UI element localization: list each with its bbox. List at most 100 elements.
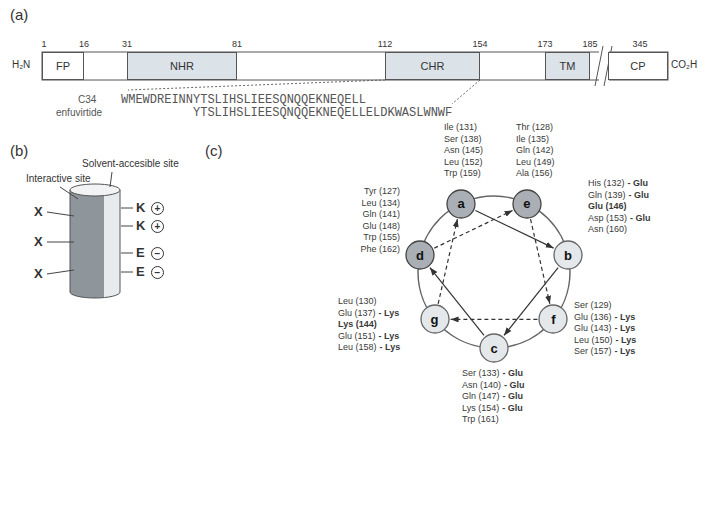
mutation-residue: - Glu <box>503 391 524 401</box>
residue-line: Leu (152) <box>444 157 483 169</box>
peptide-name: enfuvirtide <box>56 107 102 119</box>
protein-bar <box>608 52 668 80</box>
heptad-position: f <box>538 304 568 334</box>
heptad-letter: a <box>457 196 464 211</box>
residue-name: Leu (152) <box>444 157 483 167</box>
residue-name: Phe (162) <box>360 244 400 254</box>
residue-line: Ser (133)- Glu <box>462 368 525 380</box>
heptad-position: a <box>446 189 476 219</box>
residue-name: Gln (141) <box>362 209 400 219</box>
mutation-residue: - Lys <box>616 335 637 345</box>
residue-number: 185 <box>582 39 597 50</box>
heptad-position: g <box>420 304 450 334</box>
residue-line: Leu (150)- Lys <box>574 335 636 347</box>
residue-line: Glu (151)- Lys <box>338 331 400 343</box>
mutation-residue: - Lys <box>615 312 636 322</box>
leader-line <box>47 270 74 274</box>
heptad-position: b <box>553 240 583 270</box>
residue-line: Trp (159) <box>444 168 483 180</box>
residue-line: Gln (142) <box>516 145 555 157</box>
helix-step-arrow <box>451 319 538 320</box>
residue-name: Leu (150) <box>574 335 613 345</box>
mutation-residue: - Lys <box>380 342 401 352</box>
mutation-residue: - Glu <box>502 403 523 413</box>
heptad-letter: b <box>564 248 572 263</box>
residue-name: Ile (131) <box>444 122 477 132</box>
peptide-sequence: WMEWDREINNYTSLIHSLIEESQNQQEKNEQELL <box>121 93 366 107</box>
residue-symbol: E <box>136 245 145 261</box>
residue-line: Ser (157)- Lys <box>574 346 636 358</box>
mutation-residue: - Lys <box>615 346 636 356</box>
helix-step-arrow <box>430 268 484 336</box>
charge-sign: + <box>151 220 164 233</box>
residue-line: Asn (160) <box>588 224 651 236</box>
residue-number: 16 <box>79 39 89 50</box>
heptad-letter: g <box>431 312 439 327</box>
residue-list: Thr (128)Ile (135)Gln (142)Leu (149)Ala … <box>516 122 555 180</box>
heptad-position: c <box>479 333 509 363</box>
interactive-face <box>70 180 104 310</box>
residue-number: 1 <box>41 39 46 50</box>
residue-name: Lys (154) <box>462 403 499 413</box>
leader-line <box>121 208 133 209</box>
domain-name: NHR <box>170 60 194 72</box>
residue-symbol: X <box>34 234 43 250</box>
position-circle <box>513 190 541 218</box>
leader-line <box>121 253 133 254</box>
heptad-position: e <box>512 189 542 219</box>
position-circle <box>406 241 434 269</box>
residue-name: Leu (134) <box>361 198 400 208</box>
helix-step-arrow <box>434 210 512 248</box>
residue-symbol: K <box>136 218 145 234</box>
leader-line <box>110 172 112 187</box>
residue-line: Asn (140)- Glu <box>462 380 525 392</box>
mutation-residue: - Glu <box>630 213 651 223</box>
domain-name: CP <box>630 60 645 72</box>
residue-name: Gln (139) <box>588 190 626 200</box>
panel-letter: (a) <box>10 6 28 24</box>
position-circle <box>421 305 449 333</box>
terminus-label: H₂N <box>12 59 30 71</box>
residue-number: 112 <box>378 39 392 50</box>
leader-line <box>47 242 74 243</box>
residue-name: Ser (133) <box>462 368 500 378</box>
residue-line: Ile (131) <box>444 122 483 134</box>
mutation-residue: - Glu <box>504 380 525 390</box>
residue-name: Ser (129) <box>574 300 612 310</box>
domain-box: CP <box>608 52 668 80</box>
heptad-letter: d <box>416 248 424 263</box>
residue-list: Ser (129)Glu (136)- LysGlu (143)- LysLeu… <box>574 300 636 358</box>
residue-line: Ser (129) <box>574 300 636 312</box>
residue-name: Glu (143) <box>574 323 612 333</box>
mutation-residue: - Glu <box>628 178 649 188</box>
terminus-label: CO₂H <box>671 59 697 71</box>
residue-line: Lys (144) <box>338 319 400 331</box>
residue-list: Ser (133)- GluAsn (140)- GluGln (147)- G… <box>462 368 525 426</box>
helix-step-arrow <box>475 210 553 248</box>
helix-step-arrow <box>438 219 457 304</box>
residue-name: Asn (145) <box>444 145 483 155</box>
leader-line <box>121 226 133 227</box>
domain-box: NHR <box>127 52 237 80</box>
charge-sign: − <box>151 266 164 279</box>
residue-symbol: X <box>34 266 43 282</box>
residue-name: Asn (140) <box>462 380 501 390</box>
residue-name: Glu (137) <box>338 308 376 318</box>
residue-line: Gln (147)- Glu <box>462 391 525 403</box>
residue-list: Leu (130) Glu (137) - Lys Lys (144)Glu (151… <box>338 296 400 354</box>
residue-name: His (132) <box>588 178 625 188</box>
residue-line: Ile (135) <box>516 134 555 146</box>
site-label: Interactive site <box>26 173 90 185</box>
domain-name: FP <box>56 60 70 72</box>
residue-name: Glu (151) <box>338 331 376 341</box>
charge-sign: + <box>151 202 164 215</box>
leader-line <box>60 187 78 199</box>
protein-bar <box>42 52 600 80</box>
zoom-line <box>128 80 385 90</box>
residue-line: Leu (130) <box>338 296 400 308</box>
residue-name: Asn (160) <box>588 224 627 234</box>
leader-line <box>47 212 74 216</box>
residue-name: Leu (130) <box>338 296 377 306</box>
